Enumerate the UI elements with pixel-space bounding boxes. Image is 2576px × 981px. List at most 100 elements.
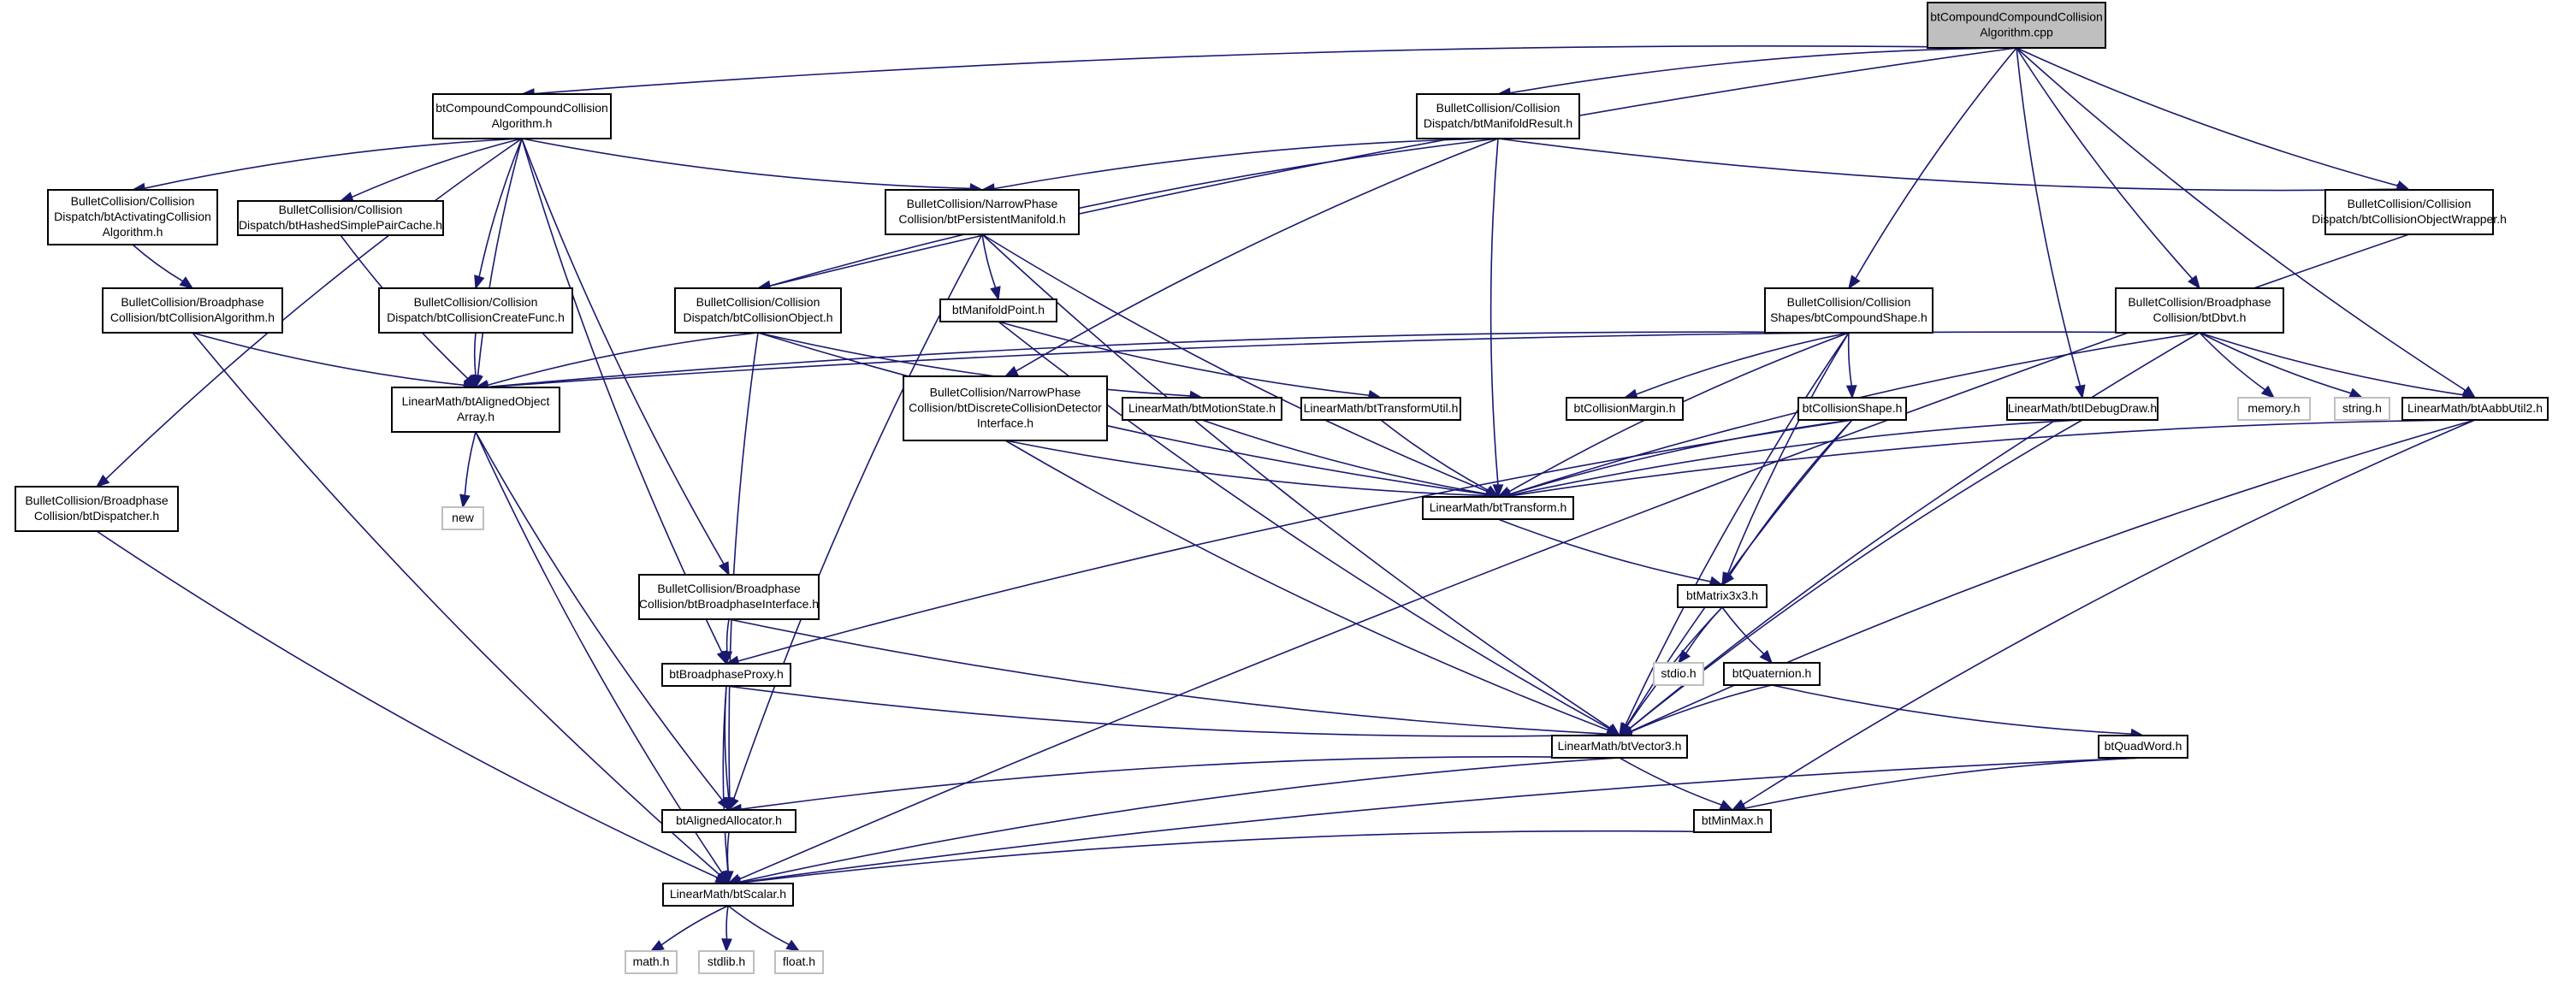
node-coll_shape[interactable]: btCollisionShape.h xyxy=(1797,397,1907,421)
node-persistent[interactable]: BulletCollision/NarrowPhaseCollision/btP… xyxy=(885,189,1080,235)
edge-aligned_array-to-new xyxy=(459,431,477,509)
arrowhead xyxy=(474,275,485,290)
node-label-line: memory.h xyxy=(2247,401,2300,415)
node-memory[interactable]: memory.h xyxy=(2237,397,2311,421)
node-label-line: BulletCollision/Collision xyxy=(71,194,195,208)
node-coll_alg[interactable]: BulletCollision/BroadphaseCollision/btCo… xyxy=(102,287,283,334)
node-aligned_alloc[interactable]: btAlignedAllocator.h xyxy=(661,809,796,833)
edge-manifold_result-to-persistent xyxy=(980,138,1499,194)
node-hashed[interactable]: BulletCollision/CollisionDispatch/btHash… xyxy=(237,200,444,236)
arrowhead xyxy=(714,872,730,884)
node-coll_object[interactable]: BulletCollision/CollisionDispatch/btColl… xyxy=(674,287,842,334)
edge-line xyxy=(105,138,523,480)
edge-line xyxy=(726,831,730,872)
node-label-line: LinearMath/btTransformUtil.h xyxy=(1304,401,1459,415)
node-new[interactable]: new xyxy=(441,506,484,530)
edge-coll_object-to-aligned_alloc xyxy=(724,332,759,812)
node-vector3[interactable]: LinearMath/btVector3.h xyxy=(1551,735,1688,759)
edge-cc_alg_h-to-activating xyxy=(131,138,523,194)
node-bp_interface[interactable]: BulletCollision/BroadphaseCollision/btBr… xyxy=(638,574,820,620)
edge-cc_alg_h-to-bp_interface xyxy=(521,138,730,576)
node-label-line: btCompoundCompoundCollision xyxy=(1930,9,2103,23)
edge-line xyxy=(1497,518,1711,582)
node-manifold_point[interactable]: btManifoldPoint.h xyxy=(939,298,1057,322)
edge-line xyxy=(533,45,2017,95)
edge-line xyxy=(1625,332,1850,726)
edge-bp_interface-to-vector3 xyxy=(728,618,1621,740)
node-box xyxy=(698,950,755,974)
node-minmax[interactable]: btMinMax.h xyxy=(1693,809,1772,833)
node-bp_proxy[interactable]: btBroadphaseProxy.h xyxy=(661,663,791,687)
node-dbvt[interactable]: BulletCollision/BroadphaseCollision/btDb… xyxy=(2115,287,2284,334)
arrowhead xyxy=(1484,485,1500,498)
edge-root-to-cc_alg_h xyxy=(520,45,2017,99)
edge-line xyxy=(1726,332,1850,575)
edge-line xyxy=(464,431,477,496)
node-discrete[interactable]: BulletCollision/NarrowPhaseCollision/btD… xyxy=(903,375,1108,441)
node-create_func[interactable]: BulletCollision/CollisionDispatch/btColl… xyxy=(378,287,573,334)
node-coll_margin[interactable]: btCollisionMargin.h xyxy=(1566,397,1684,421)
node-idebug[interactable]: LinearMath/btIDebugDraw.h xyxy=(2006,397,2159,421)
node-float[interactable]: float.h xyxy=(774,950,824,974)
edge-line xyxy=(96,530,719,878)
node-activating[interactable]: BulletCollision/CollisionDispatch/btActi… xyxy=(47,189,218,245)
node-box xyxy=(1677,584,1768,608)
edge-line xyxy=(2016,47,2082,387)
edge-line xyxy=(769,47,2017,287)
edge-line xyxy=(660,905,729,946)
node-matrix[interactable]: btMatrix3x3.h xyxy=(1677,584,1768,608)
edge-compound_shape-to-coll_margin xyxy=(1623,332,1850,400)
node-transform[interactable]: LinearMath/btTransform.h xyxy=(1422,496,1574,520)
edge-line xyxy=(1847,332,1853,387)
node-scalar[interactable]: LinearMath/btScalar.h xyxy=(662,883,794,907)
edge-line xyxy=(1004,440,1609,731)
node-math[interactable]: math.h xyxy=(625,950,678,974)
node-manifold_result[interactable]: BulletCollision/CollisionDispatch/btMani… xyxy=(1416,93,1580,139)
edge-discrete-to-transform xyxy=(1004,440,1500,501)
edge-line xyxy=(475,431,723,801)
edge-cc_alg_h-to-persistent xyxy=(521,138,984,194)
node-obj_wrapper[interactable]: BulletCollision/CollisionDispatch/btColl… xyxy=(2312,189,2507,235)
arrowhead xyxy=(718,561,730,576)
node-box xyxy=(15,486,179,532)
node-label-line: LinearMath/btMotionState.h xyxy=(1128,401,1276,415)
node-box xyxy=(625,950,678,974)
edge-line xyxy=(1509,419,2476,497)
edge-cc_alg_h-to-aligned_array xyxy=(472,138,523,389)
edge-line xyxy=(739,757,1620,883)
node-quadword[interactable]: btQuadWord.h xyxy=(2098,735,2188,759)
edge-line xyxy=(1619,757,1722,806)
node-label-line: BulletCollision/Broadphase xyxy=(2128,295,2271,309)
node-motion_state[interactable]: LinearMath/btMotionState.h xyxy=(1122,397,1282,421)
node-stdio[interactable]: stdio.h xyxy=(1653,662,1704,686)
node-box xyxy=(102,287,283,334)
node-label-line: Dispatch/btActivatingCollision xyxy=(54,210,211,223)
node-label-line: Dispatch/btManifoldResult.h xyxy=(1424,116,1572,130)
node-box xyxy=(1122,397,1282,421)
node-label-line: Shapes/btCompoundShape.h xyxy=(1770,310,1928,324)
node-transform_util[interactable]: LinearMath/btTransformUtil.h xyxy=(1300,397,1461,421)
edge-line xyxy=(1509,419,2083,496)
node-label-line: BulletCollision/Collision xyxy=(696,295,820,309)
arrowhead xyxy=(95,474,110,488)
edge-cc_alg_h-to-hashed xyxy=(339,138,523,203)
arrowhead xyxy=(723,797,735,812)
edge-quaternion-to-vector3 xyxy=(1618,684,1773,737)
node-aabb[interactable]: LinearMath/btAabbUtil2.h xyxy=(2401,397,2549,421)
node-dispatcher[interactable]: BulletCollision/BroadphaseCollision/btDi… xyxy=(15,486,179,532)
arrowhead xyxy=(721,938,732,953)
edge-line xyxy=(769,138,1499,287)
node-string[interactable]: string.h xyxy=(2334,397,2390,421)
edge-dispatcher-to-scalar xyxy=(96,530,730,884)
edge-manifold_result-to-obj_wrapper xyxy=(1497,138,2411,195)
node-stdlib[interactable]: stdlib.h xyxy=(698,950,755,974)
node-label-line: Array.h xyxy=(457,410,494,423)
edge-line xyxy=(725,685,1608,737)
edge-line xyxy=(740,755,1620,810)
node-quaternion[interactable]: btQuaternion.h xyxy=(1723,662,1821,686)
node-compound_shape[interactable]: BulletCollision/CollisionShapes/btCompou… xyxy=(1764,287,1933,334)
node-label-line: BulletCollision/Broadphase xyxy=(657,582,801,595)
